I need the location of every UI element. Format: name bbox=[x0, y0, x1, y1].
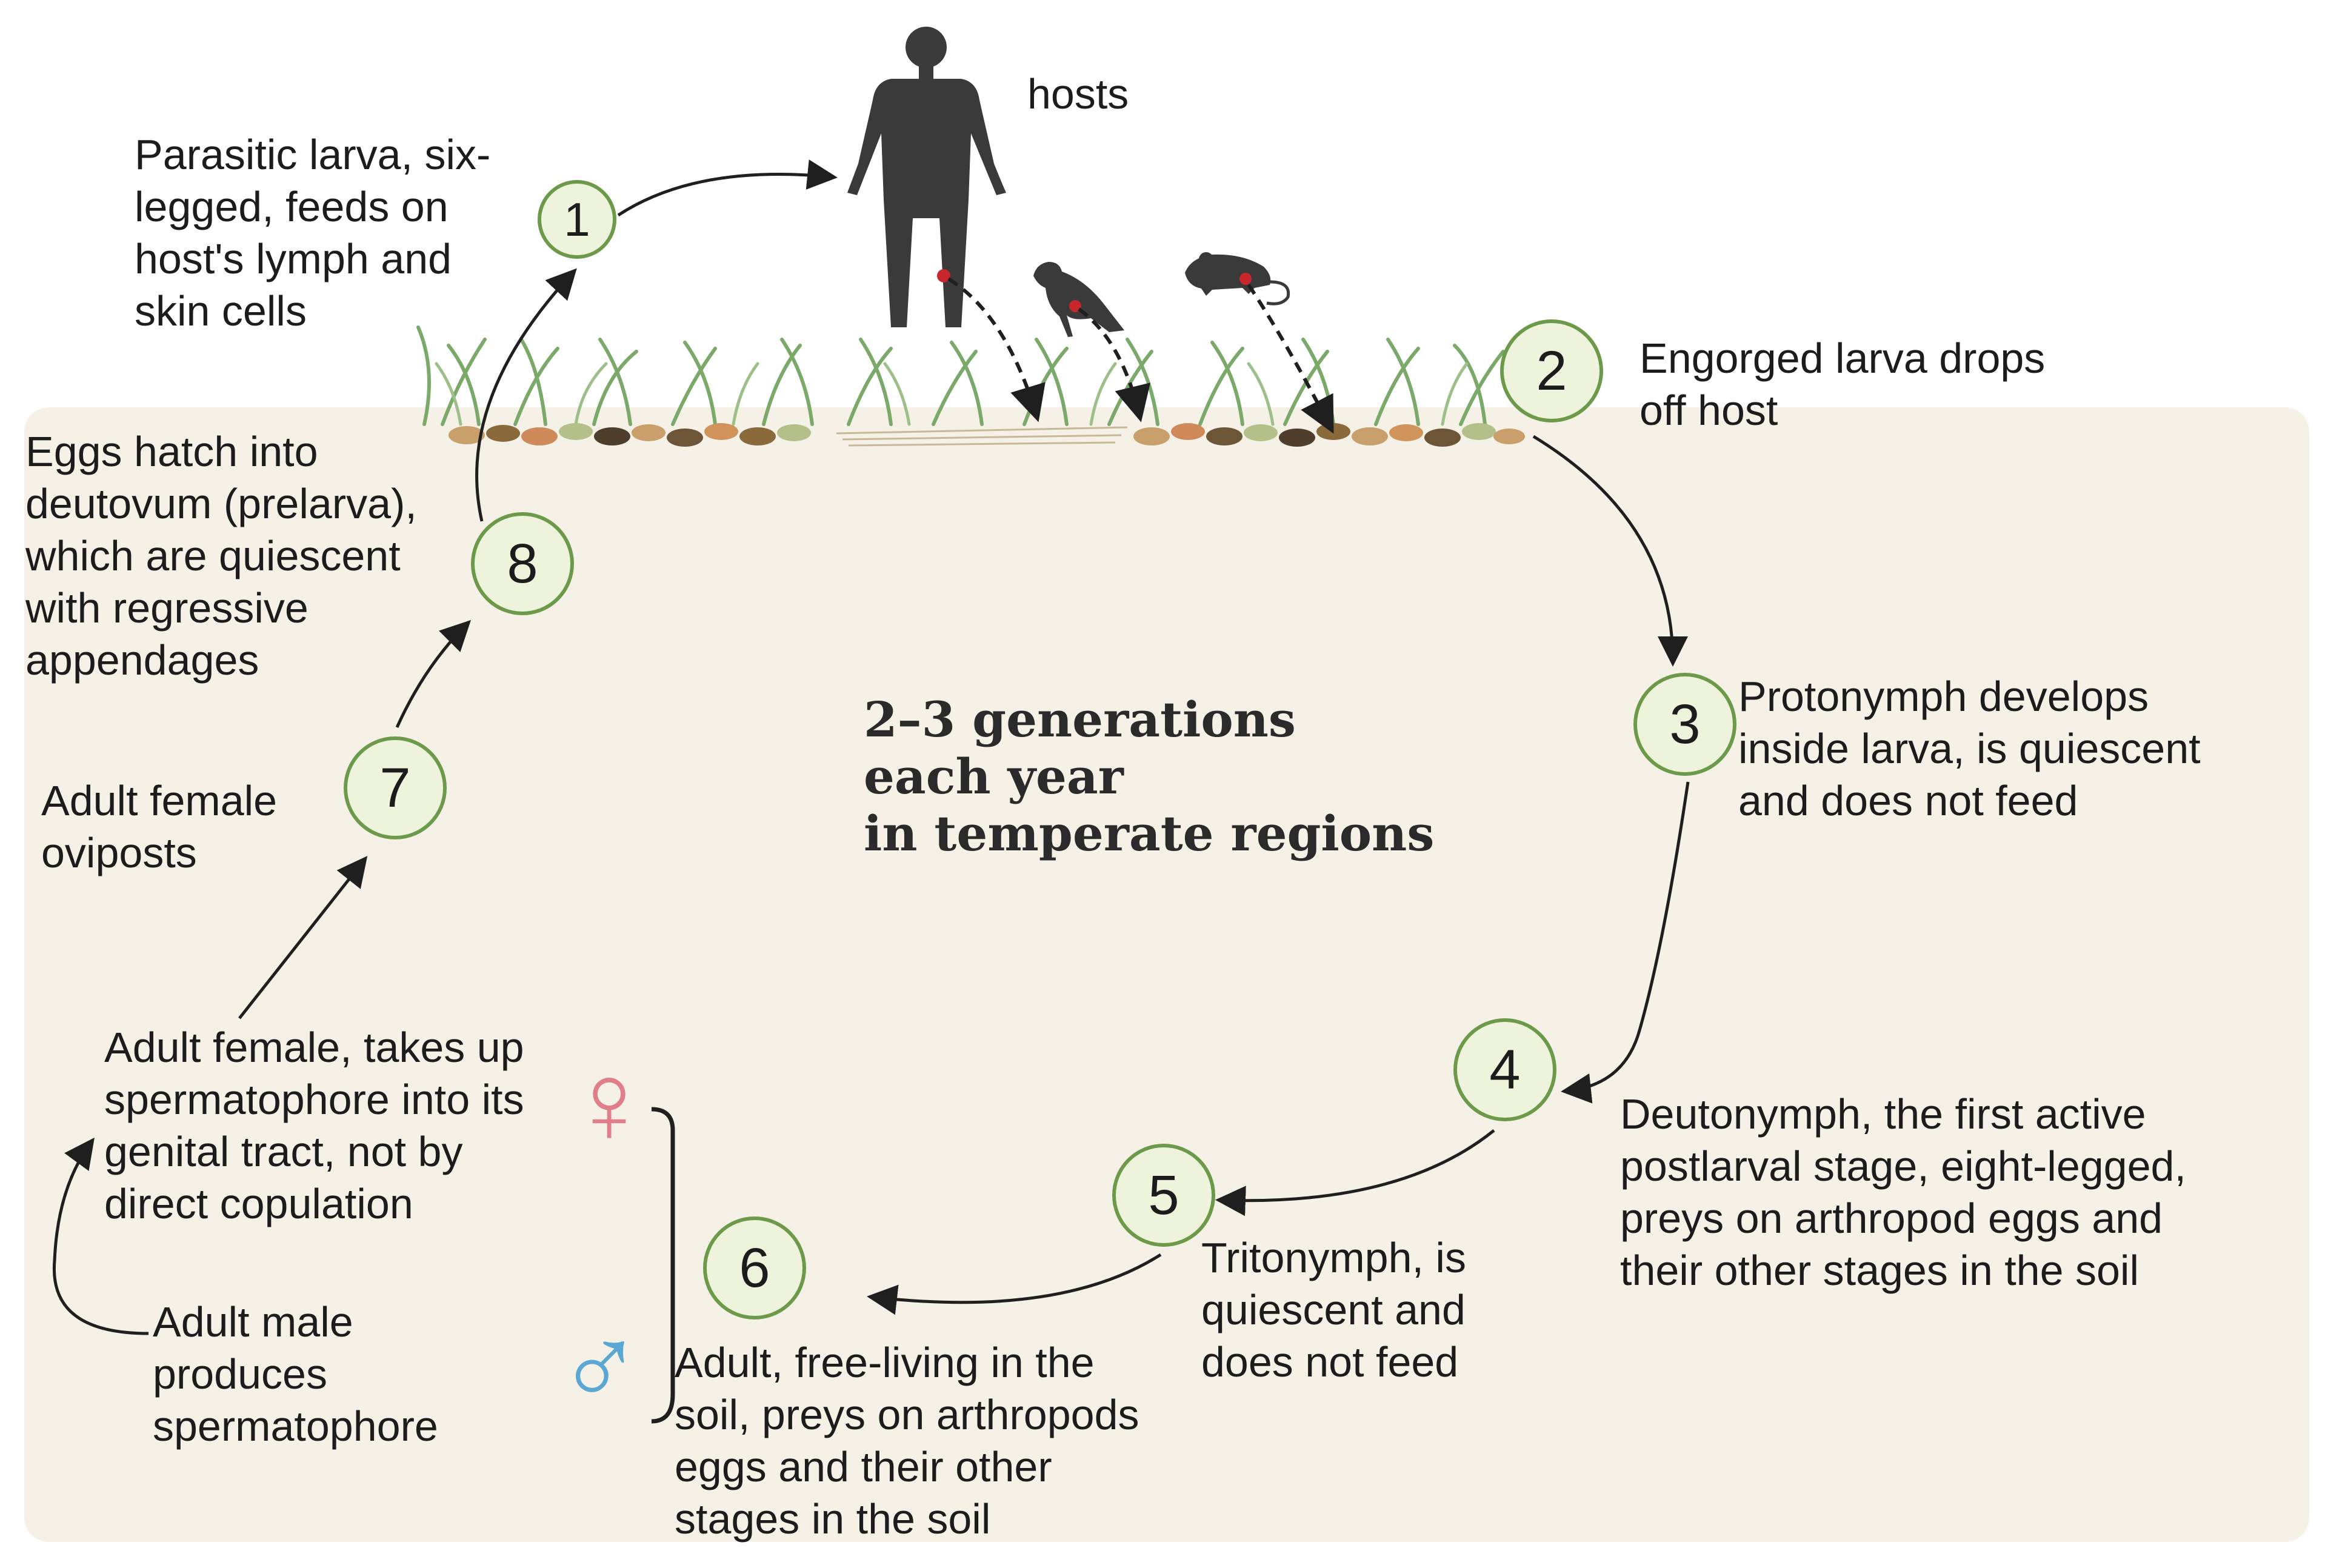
bird-host-icon bbox=[1033, 262, 1124, 337]
stage-7-number: 7 bbox=[379, 757, 410, 819]
stage-1-description: Parasitic larva, six- legged, feeds on h… bbox=[135, 131, 491, 335]
arrow-7-to-8 bbox=[395, 619, 472, 729]
stage-7-marker: 7 bbox=[344, 736, 447, 839]
human-host-icon bbox=[847, 27, 1006, 327]
arrow-3-to-4 bbox=[1561, 781, 1690, 1104]
stage-7-description: Adult female oviposts bbox=[41, 777, 278, 876]
adult-female-description: Adult female, takes up spermatophore int… bbox=[104, 1024, 524, 1227]
hosts-label: hosts bbox=[1027, 70, 1129, 118]
stage-8-description: Eggs hatch into deutovum (prelarva), whi… bbox=[25, 428, 417, 684]
stage-6-number: 6 bbox=[739, 1237, 770, 1299]
stage-2-number: 2 bbox=[1536, 340, 1567, 402]
stage-8-number: 8 bbox=[507, 533, 538, 595]
soil-background bbox=[24, 407, 2309, 1542]
stage-1-marker: 1 bbox=[538, 180, 616, 259]
stage-4-number: 4 bbox=[1489, 1039, 1520, 1101]
stage-1-number: 1 bbox=[564, 193, 590, 246]
arrow-8-to-1 bbox=[475, 268, 577, 522]
stage-2-description: Engorged larva drops off host bbox=[1640, 335, 2046, 434]
arrow-5-to-6 bbox=[867, 1253, 1162, 1315]
stage-markers: 1 2 3 4 5 6 7 8 bbox=[344, 180, 1736, 1319]
stage-3-number: 3 bbox=[1669, 693, 1700, 755]
generations-note: 2–3 generations each year in temperate r… bbox=[864, 691, 1435, 862]
stage-2-marker: 2 bbox=[1500, 319, 1603, 422]
rodent-host-icon bbox=[1185, 252, 1290, 305]
adult-male-description: Adult male produces spermatophore bbox=[153, 1298, 438, 1450]
stage-5-description: Tritonymph, is quiescent and does not fe… bbox=[1201, 1234, 1466, 1386]
arrow-2-to-3 bbox=[1532, 435, 1688, 667]
stage-3-marker: 3 bbox=[1633, 673, 1736, 776]
stage-4-description: Deutonymph, the first active postlarval … bbox=[1620, 1090, 2186, 1294]
stage-6-marker: 6 bbox=[703, 1216, 806, 1319]
male-symbol-icon: ♂ bbox=[557, 1303, 644, 1431]
stage-4-marker: 4 bbox=[1453, 1018, 1556, 1121]
stage-5-number: 5 bbox=[1148, 1164, 1179, 1226]
stage-8-marker: 8 bbox=[471, 512, 574, 615]
arrow-male-to-female bbox=[52, 1137, 149, 1335]
arrow-1-to-hosts bbox=[617, 159, 838, 217]
drop-off-arrows bbox=[947, 277, 1334, 434]
stage-5-marker: 5 bbox=[1112, 1144, 1215, 1247]
arrow-female-to-7 bbox=[238, 856, 368, 1019]
stage-6-description: Adult, free-living in the soil, preys on… bbox=[675, 1339, 1139, 1543]
sex-bracket bbox=[651, 1107, 675, 1424]
female-symbol-icon: ♀ bbox=[566, 1039, 653, 1167]
grass-strip bbox=[416, 325, 1525, 447]
cycle-arrows bbox=[52, 159, 1690, 1335]
stage-3-description: Protonymph develops inside larva, is qui… bbox=[1738, 673, 2201, 824]
arrow-4-to-5 bbox=[1215, 1129, 1495, 1216]
